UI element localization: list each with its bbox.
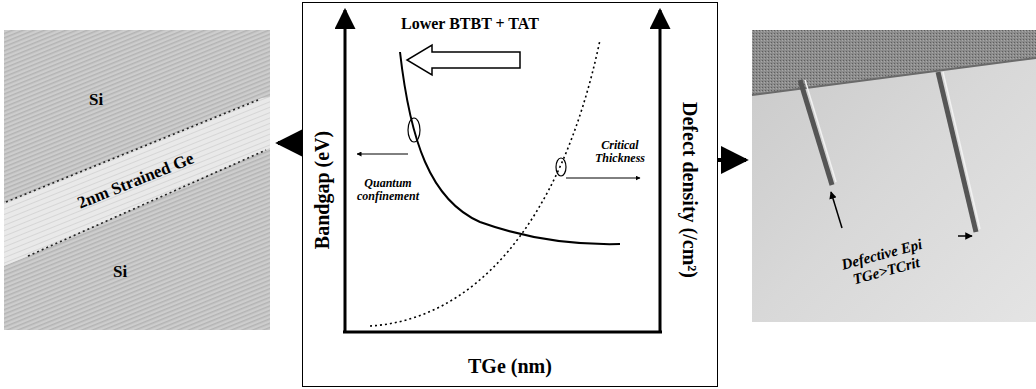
- axis-title: TGe (nm): [468, 355, 552, 377]
- trend-label: Lower BTBT + TAT: [401, 15, 539, 33]
- axis-title: Defect density (/cm²): [679, 102, 701, 278]
- layer-label: Si: [113, 263, 127, 282]
- curve-note: Critical Thickness: [586, 139, 654, 165]
- layer-label: Si: [89, 91, 103, 110]
- axis-title: Bandgap (eV): [311, 131, 333, 249]
- curve-note: Quantum confinement: [349, 177, 427, 203]
